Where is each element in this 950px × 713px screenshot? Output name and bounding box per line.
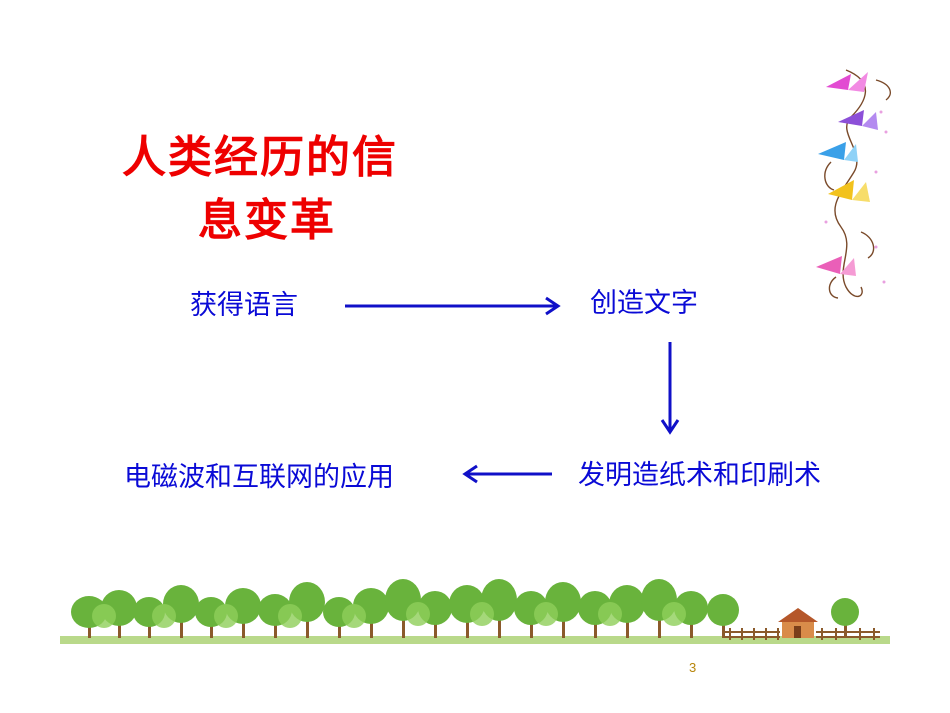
step-paper-and-printing: 发明造纸术和印刷术 [578,460,821,491]
butterfly-pink-top [826,72,868,92]
butterfly-blue [818,142,858,162]
page-number: 3 [689,660,697,675]
butterfly-pink-bottom [816,256,856,276]
butterfly-vine-icon [816,69,892,299]
step-electromagnetic-and-internet: 电磁波和互联网的应用 [124,462,394,493]
arrow-left-head [462,464,478,484]
butterfly-purple [838,110,878,130]
slide-title-line-2: 息变革 [198,195,336,246]
fence [725,628,880,640]
tree-line-scenery-icon [60,579,890,644]
arrow-down-head [660,419,680,435]
slide-title-line-1: 人类经历的信 [122,132,398,183]
arrow-right-head [545,296,561,316]
step-create-writing: 创造文字 [590,288,698,319]
farmhouse [778,608,818,638]
step-acquire-language: 获得语言 [190,290,298,321]
butterfly-yellow [828,180,870,202]
